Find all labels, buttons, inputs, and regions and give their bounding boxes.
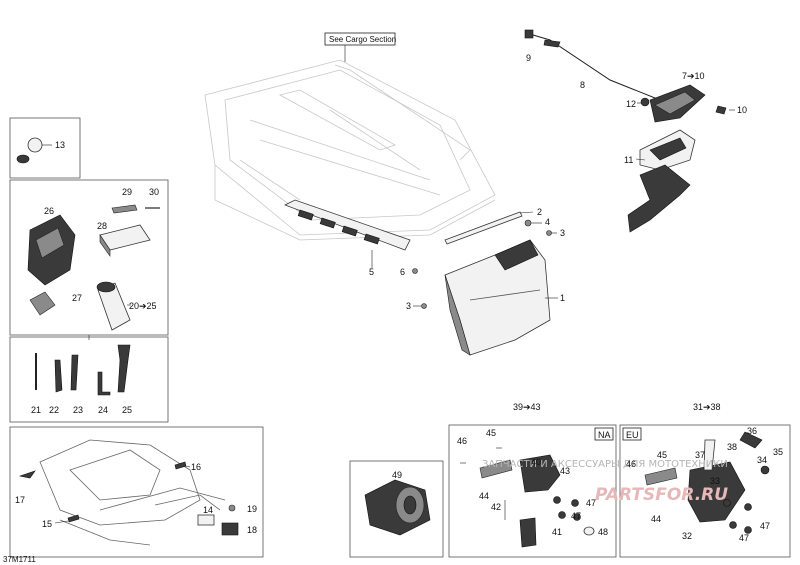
winch-box (349, 460, 444, 558)
label-13: 13 (55, 140, 65, 150)
label-23: 23 (73, 405, 83, 415)
watermark-text: ЗАПЧАСТИ И АКСЕССУАРЫ ДЛЯ МОТОТЕХНИКИ (482, 459, 728, 470)
label-eu-44: 44 (651, 514, 661, 524)
label-1: 1 (560, 293, 565, 303)
label-3b: 3 (406, 301, 411, 311)
label-11: 11 (624, 155, 633, 165)
label-eu-46: 46 (626, 459, 636, 469)
label-eu-33: 33 (710, 476, 720, 486)
label-49: 49 (392, 470, 402, 480)
label-na-43: 43 (560, 466, 570, 476)
label-2: 2 (537, 207, 542, 217)
label-19: 19 (247, 504, 257, 514)
part-5-side-panel (284, 199, 411, 268)
label-17: 17 (15, 495, 25, 505)
fasteners-3-4-6 (412, 219, 557, 309)
label-na-44: 44 (479, 491, 489, 501)
label-na-tag: NA (598, 430, 611, 440)
label-6: 6 (400, 267, 405, 277)
label-4: 4 (545, 217, 550, 227)
watermark-brand: PARTSFOR.RU (595, 485, 728, 505)
label-eu-35: 35 (773, 447, 783, 457)
label-na-46: 46 (457, 436, 467, 446)
label-eu-36: 36 (747, 426, 757, 436)
label-eu-32: 32 (682, 531, 692, 541)
callout-text: See Cargo Section (329, 35, 396, 44)
label-eu-tag: EU (626, 430, 639, 440)
label-25: 25 (122, 405, 132, 415)
label-na-range: 39➔43 (513, 402, 541, 412)
label-8: 8 (580, 80, 585, 90)
label-na-40: 40 (531, 457, 541, 467)
cargo-rack-ghost (204, 59, 496, 241)
label-15: 15 (42, 519, 52, 529)
label-14: 14 (203, 505, 213, 515)
label-20-25: 20➔25 (129, 301, 157, 311)
tool-kit-panel (9, 117, 169, 423)
label-9: 9 (526, 53, 531, 63)
eu-kit-box (619, 424, 791, 558)
label-26: 26 (44, 206, 54, 216)
label-eu-47b: 47 (739, 533, 749, 543)
label-na-48: 48 (598, 527, 608, 537)
label-eu-37: 37 (695, 450, 705, 460)
label-na-45: 45 (486, 428, 496, 438)
snowmobile-decals (9, 426, 264, 558)
label-na-47b: 47 (571, 511, 581, 521)
label-30: 30 (149, 187, 159, 197)
label-eu-34: 34 (757, 455, 767, 465)
label-28: 28 (97, 221, 107, 231)
label-5: 5 (369, 267, 374, 277)
label-29: 29 (122, 187, 132, 197)
label-eu-range: 31➔38 (693, 402, 721, 412)
label-eu-45: 45 (657, 450, 667, 460)
label-10: 10 (737, 105, 747, 115)
part-2-strip (444, 211, 534, 245)
label-na-42: 42 (491, 502, 501, 512)
label-12: 12 (626, 99, 636, 109)
part-1-mud-flap (444, 239, 558, 356)
see-cargo-section-callout: See Cargo Section (324, 32, 396, 62)
label-24: 24 (98, 405, 108, 415)
label-27: 27 (72, 293, 82, 303)
label-22: 22 (49, 405, 59, 415)
na-kit-box (448, 424, 617, 558)
label-21: 21 (31, 405, 41, 415)
label-7-10: 7➔10 (682, 71, 705, 81)
label-na-41: 41 (552, 527, 562, 537)
label-18: 18 (247, 525, 257, 535)
figure-id: 37M1711 (3, 555, 36, 564)
label-eu-38: 38 (727, 442, 737, 452)
label-16: 16 (191, 462, 201, 472)
tail-light-assembly (524, 29, 735, 233)
label-eu-47a: 47 (760, 521, 770, 531)
label-3a: 3 (560, 228, 565, 238)
label-na-47a: 47 (586, 498, 596, 508)
